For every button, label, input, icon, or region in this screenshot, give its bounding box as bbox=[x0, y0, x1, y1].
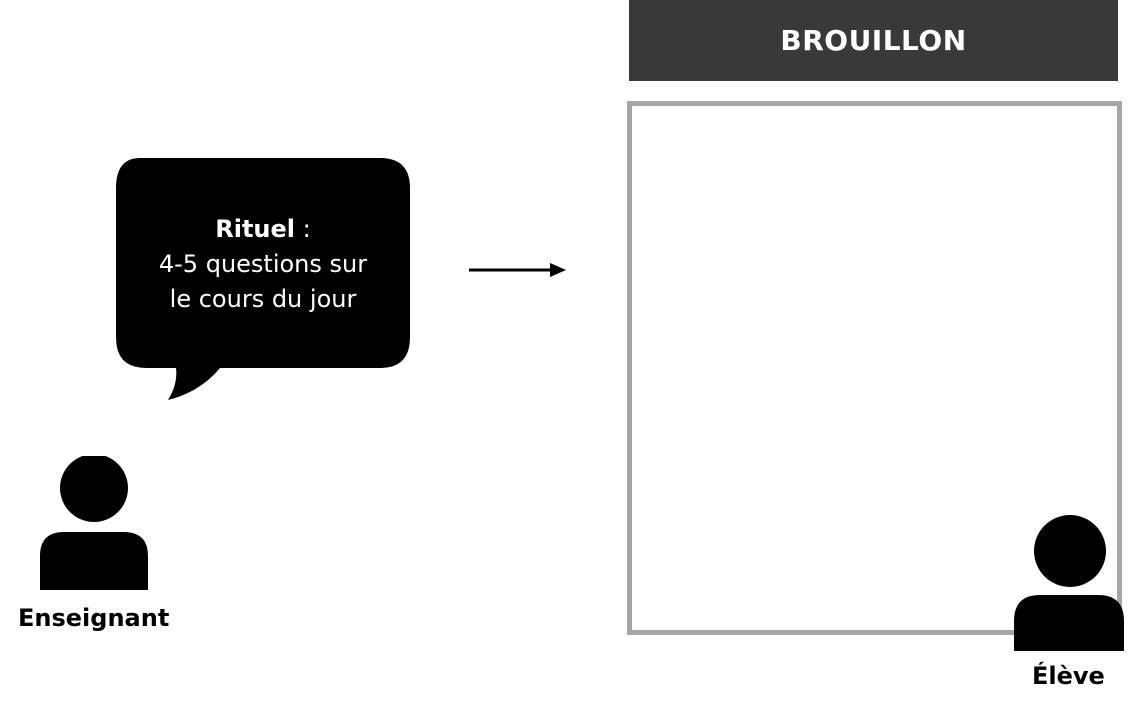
bubble-line-2: le cours du jour bbox=[169, 285, 357, 313]
arrow-right-icon bbox=[469, 263, 566, 277]
bubble-title: Rituel bbox=[215, 215, 296, 243]
bubble-title-line: Rituel : bbox=[116, 212, 410, 247]
header-title: BROUILLON bbox=[780, 24, 967, 57]
teacher-label: Enseignant bbox=[18, 604, 170, 632]
brouillon-header: BROUILLON bbox=[629, 0, 1118, 81]
student-person-icon bbox=[1014, 515, 1124, 651]
student-label: Élève bbox=[1032, 662, 1105, 690]
bubble-line-1: 4-5 questions sur bbox=[158, 250, 368, 278]
teacher-person-icon bbox=[40, 456, 148, 590]
speech-bubble-shape bbox=[116, 158, 410, 400]
bubble-title-suffix: : bbox=[295, 215, 311, 243]
speech-bubble-text: Rituel : 4-5 questions sur le cours du j… bbox=[116, 212, 410, 317]
